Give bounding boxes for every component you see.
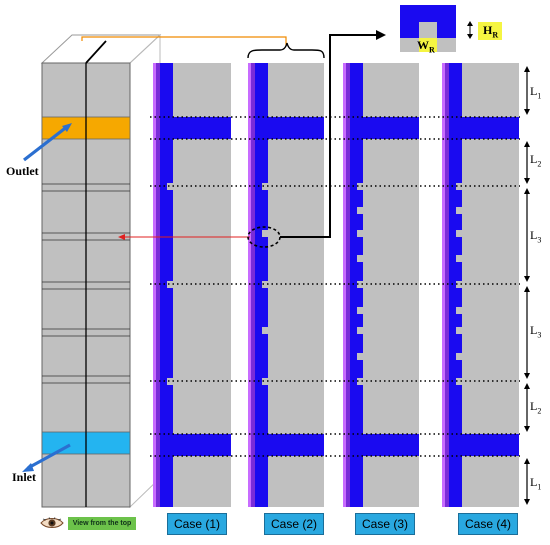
case-label-1: Case (1) [167, 513, 227, 535]
dim-arrow-head [524, 458, 530, 464]
case-3-rib [357, 183, 363, 190]
case-label-2: Case (2) [264, 513, 324, 535]
case-4-channel [449, 63, 462, 507]
orange-guide-line [81, 36, 287, 46]
case-3-edge [343, 63, 346, 507]
view-from-top-label: View from the top [68, 517, 136, 530]
dim-arrow-head [524, 188, 530, 194]
case-2-rib [262, 378, 268, 385]
case-2-strip [251, 63, 255, 507]
case-4-strip [445, 63, 449, 507]
case-3-rib [357, 353, 363, 360]
dim-label-l1-bottom: L1 [530, 475, 542, 492]
case-1-inlet-channel [160, 434, 231, 456]
case-1-outlet-channel [160, 117, 231, 139]
case-1-strip [156, 63, 160, 507]
case-2-inlet-channel [255, 434, 324, 456]
case-2-edge [248, 63, 251, 507]
case-3-rib [357, 327, 363, 334]
inset-connector [280, 34, 378, 238]
case-2-rib [262, 183, 268, 190]
stack-top-diagonal [85, 40, 107, 64]
outlet-label: Outlet [6, 164, 39, 178]
case-3-channel [350, 63, 363, 507]
case-1-rib [167, 281, 173, 288]
eye-icon [40, 517, 64, 528]
case-3-rib [357, 230, 363, 237]
case-4-rib [456, 183, 462, 190]
case-4-rib [456, 378, 462, 385]
inset-width-label: WR [417, 38, 435, 55]
dim-arrow-head [524, 109, 530, 115]
case-1-rib [167, 183, 173, 190]
outlet-arrow [23, 123, 72, 162]
case-2-rib [262, 281, 268, 288]
case-4-rib [456, 207, 462, 214]
case-3-outlet-channel [350, 117, 419, 139]
case-3-rib [357, 378, 363, 385]
case-label-3: Case (3) [355, 513, 415, 535]
case-4-rib [456, 353, 462, 360]
case-4-rib [456, 230, 462, 237]
case-panels [153, 63, 519, 507]
dim-arrow-head [524, 286, 530, 292]
dim-arrow-head [524, 373, 530, 379]
dim-arrow-head [524, 499, 530, 505]
case-4-rib [456, 307, 462, 314]
case-1-edge [153, 63, 156, 507]
case2-brace [247, 42, 325, 59]
inset-width-highlight [419, 36, 437, 52]
inlet-label: Inlet [12, 470, 36, 484]
case-3-inlet-channel [350, 434, 419, 456]
inlet-arrow [22, 443, 71, 472]
case-4-edge [442, 63, 445, 507]
inset-connector-head [376, 30, 386, 40]
inset-height-label-bg [478, 22, 502, 40]
dim-label-l3-top: L3 [530, 228, 542, 245]
case-4-inlet-channel [449, 434, 519, 456]
dim-label-l2-bottom: L2 [530, 399, 542, 416]
dim-arrow-head [524, 66, 530, 72]
dim-label-l2-top: L2 [530, 152, 542, 169]
dim-arrow-head [524, 178, 530, 184]
dim-arrow-head [524, 141, 530, 147]
case-4-outlet-channel [449, 117, 519, 139]
case-1-rib [167, 378, 173, 385]
case-1-channel [160, 63, 173, 507]
dotted-guides [150, 116, 520, 457]
dimension-arrows [524, 66, 530, 505]
case-3-rib [357, 207, 363, 214]
inset-height-label: HR [483, 23, 499, 40]
case-3-rib [357, 255, 363, 262]
case-4-rib [456, 327, 462, 334]
case-4-rib [456, 281, 462, 288]
channel-inset [400, 5, 502, 52]
stack-3d [40, 33, 287, 509]
dim-arrow-head [524, 426, 530, 432]
dim-label-l1-top: L1 [530, 84, 542, 101]
dim-arrow-head [524, 383, 530, 389]
red-link-arrow [118, 234, 250, 240]
stack-top-face [40, 34, 162, 64]
case-2-rib [262, 230, 268, 237]
dim-label-l3-bottom: L3 [530, 323, 542, 340]
case-3-strip [346, 63, 350, 507]
case-label-4: Case (4) [458, 513, 518, 535]
case-4-rib [456, 255, 462, 262]
dim-arrow-head [524, 276, 530, 282]
case-3-rib [357, 281, 363, 288]
case-2-channel [255, 63, 268, 507]
case-2-rib [262, 327, 268, 334]
case-2-outlet-channel [255, 117, 324, 139]
case-3-rib [357, 307, 363, 314]
